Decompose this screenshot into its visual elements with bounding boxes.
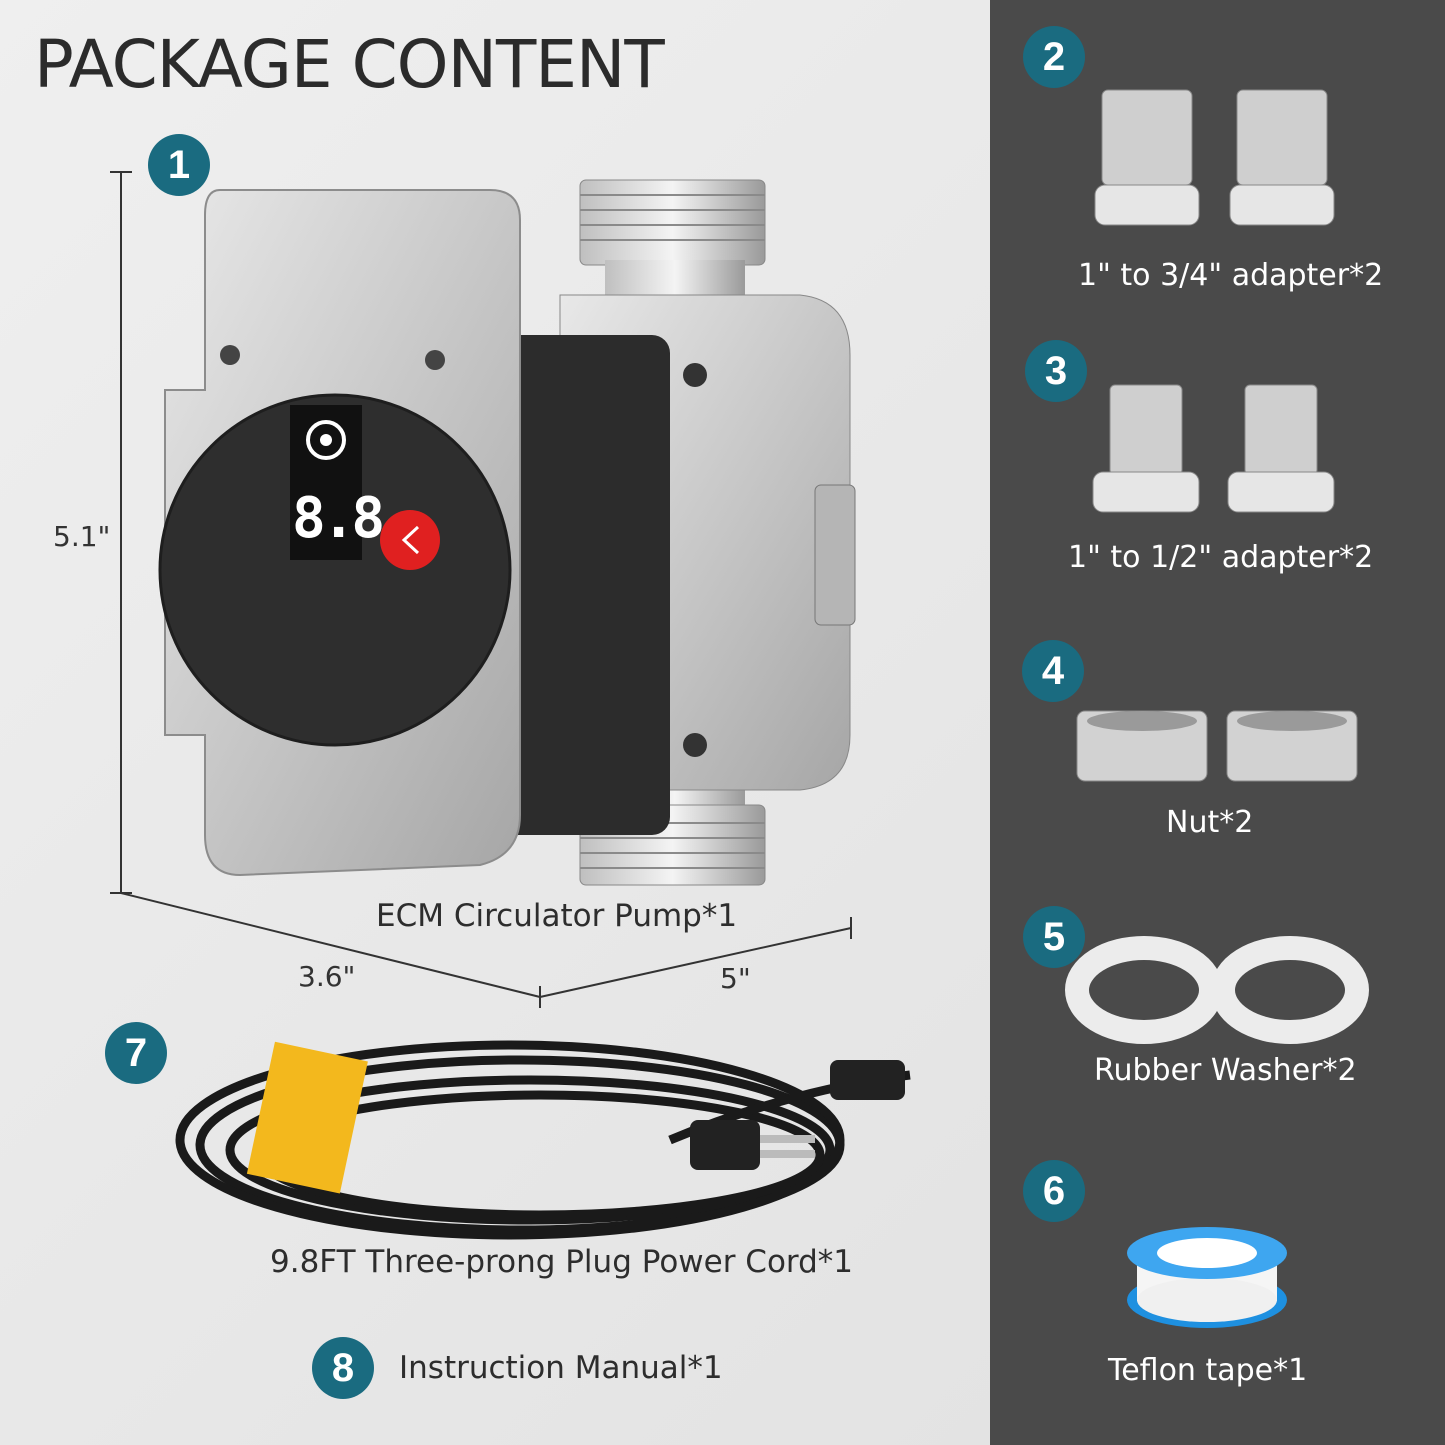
item-4-badge: 4 [1022, 640, 1084, 702]
power-cord-image [175, 1040, 911, 1240]
adapter-3-4-image [1094, 89, 1335, 226]
item-6-badge: 6 [1023, 1160, 1085, 1222]
rubber-washer-image [1065, 936, 1369, 1044]
item-5-badge: 5 [1023, 906, 1085, 968]
item-3-label: 1" to 1/2" adapter*2 [1068, 540, 1374, 575]
height-dimension: 5.1" [53, 520, 111, 553]
item-3-badge: 3 [1025, 340, 1087, 402]
depth-dimension: 3.6" [298, 960, 356, 993]
nut-image [1076, 710, 1358, 782]
item-6-label: Teflon tape*1 [1108, 1353, 1308, 1388]
adapter-1-2-image [1092, 384, 1335, 513]
item-5-label: Rubber Washer*2 [1094, 1053, 1357, 1088]
item-8-label: Instruction Manual*1 [399, 1350, 723, 1386]
item-4-label: Nut*2 [1166, 805, 1254, 840]
item-1-badge: 1 [148, 134, 210, 196]
circulator-pump-image [158, 179, 856, 886]
item-7-badge: 7 [105, 1022, 167, 1084]
width-dimension: 5" [720, 962, 751, 995]
item-1-label: ECM Circulator Pump*1 [376, 898, 738, 934]
item-2-badge: 2 [1023, 26, 1085, 88]
pump-display-readout: 8.8 [292, 486, 385, 551]
item-7-label: 9.8FT Three-prong Plug Power Cord*1 [270, 1244, 854, 1280]
page-title: PACKAGE CONTENT [34, 26, 665, 103]
teflon-tape-image [1127, 1227, 1287, 1328]
item-8-badge: 8 [312, 1337, 374, 1399]
item-2-label: 1" to 3/4" adapter*2 [1078, 258, 1384, 293]
dimension-lines [110, 171, 852, 1008]
